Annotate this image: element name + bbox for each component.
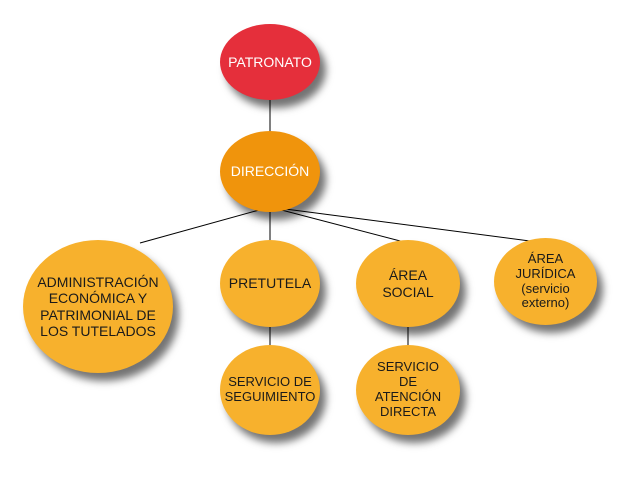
node-label: ADMINISTRACIÓN ECONÓMICA Y PATRIMONIAL D… [37, 274, 159, 339]
node-direccion: DIRECCIÓN [220, 131, 320, 212]
node-label: DIRECCIÓN [230, 163, 310, 180]
node-pretutela: PRETUTELA [220, 240, 320, 327]
node-label: SERVICIO DE ATENCIÓN DIRECTA [374, 359, 442, 419]
node-seguimiento: SERVICIO DE SEGUIMIENTO [220, 345, 320, 435]
node-area-social: ÁREA SOCIAL [356, 240, 460, 327]
node-atencion: SERVICIO DE ATENCIÓN DIRECTA [356, 345, 460, 435]
node-area-juridica: ÁREA JURÍDICA (servicio externo) [494, 238, 597, 325]
node-label: PATRONATO [228, 53, 312, 70]
node-label: PRETUTELA [228, 275, 312, 292]
link-direccion-area-juridica [269, 206, 546, 244]
node-label: ÁREA JURÍDICA (servicio externo) [515, 250, 576, 311]
node-label: SERVICIO DE SEGUIMIENTO [224, 374, 316, 404]
node-label: ÁREA SOCIAL [382, 267, 434, 300]
node-patronato: PATRONATO [220, 24, 320, 100]
link-direccion-area-social [269, 206, 409, 244]
node-administracion: ADMINISTRACIÓN ECONÓMICA Y PATRIMONIAL D… [23, 240, 173, 373]
link-direccion-administracion [139, 206, 271, 244]
